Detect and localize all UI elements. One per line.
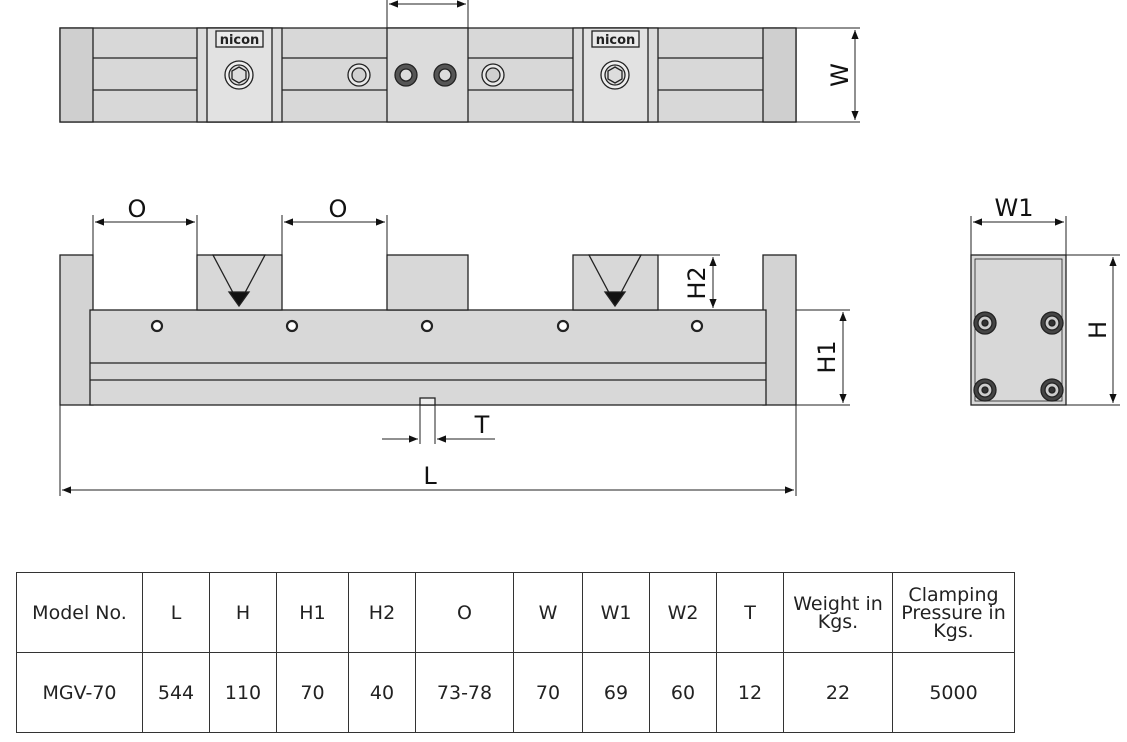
front-view-left-end	[59, 254, 94, 406]
table-header-cell: O	[415, 572, 514, 653]
front-view-right-end	[762, 254, 797, 406]
table-header-cell: T	[716, 572, 784, 653]
table-cell: 12	[716, 652, 784, 733]
dim-label-w: W	[826, 63, 854, 87]
dim-label-h2: H2	[683, 266, 711, 299]
dim-label-o-center: O	[329, 195, 348, 223]
table-cell: 60	[649, 652, 717, 733]
table-header-cell: Model No.	[16, 572, 143, 653]
table-header-cell: H1	[276, 572, 349, 653]
table-cell: 544	[142, 652, 210, 733]
table-cell: 70	[513, 652, 583, 733]
table-cell: 73-78	[415, 652, 514, 733]
brand-plate-left	[215, 30, 264, 48]
top-view	[59, 27, 797, 123]
dim-label-h: H	[1084, 321, 1112, 339]
side-view	[970, 254, 1067, 406]
top-view-right-end	[762, 27, 797, 123]
tenon-key	[419, 397, 436, 406]
v-jaw-insert	[227, 291, 251, 308]
table-cell: 5000	[892, 652, 1015, 733]
mounting-hole-icon	[556, 319, 570, 333]
v-jaw-insert	[603, 291, 627, 308]
spec-table: Model No. L H H1 H2 O W W1 W2 T Weight i…	[16, 572, 1015, 733]
brand-label-left: nicon	[220, 33, 260, 48]
table-header-cell: Weight in Kgs.	[783, 572, 893, 653]
dim-label-o-left: O	[128, 195, 147, 223]
table-cell: 22	[783, 652, 893, 733]
front-view	[59, 254, 797, 406]
table-header-cell: Clamping Pressure in Kgs.	[892, 572, 1015, 653]
table-header-cell: H2	[348, 572, 416, 653]
mounting-hole-icon	[285, 319, 299, 333]
table-cell: 40	[348, 652, 416, 733]
table-header-cell: H	[209, 572, 277, 653]
table-cell: 69	[582, 652, 650, 733]
table-row: MGV-70 544 110 70 40 73-78 70 69 60 12 2…	[16, 652, 1015, 733]
dim-label-h1: H1	[813, 340, 841, 373]
table-cell: MGV-70	[16, 652, 143, 733]
table-cell: 110	[209, 652, 277, 733]
brand-plate-right	[591, 30, 640, 48]
mounting-hole-icon	[690, 319, 704, 333]
table-header-row: Model No. L H H1 H2 O W W1 W2 T Weight i…	[16, 572, 1015, 653]
dim-label-l: L	[423, 462, 437, 490]
table-cell: 70	[276, 652, 349, 733]
technical-drawing: nicon nicon W	[59, 0, 1120, 496]
table-header-cell: W	[513, 572, 583, 653]
table-header-cell: W1	[582, 572, 650, 653]
table-header-cell: W2	[649, 572, 717, 653]
brand-label-right: nicon	[596, 33, 636, 48]
dim-label-w1: W1	[995, 194, 1034, 222]
table-header-cell: L	[142, 572, 210, 653]
mounting-hole-icon	[420, 319, 434, 333]
top-view-left-end	[59, 27, 94, 123]
dim-label-t: T	[474, 411, 490, 439]
mounting-hole-icon	[150, 319, 164, 333]
front-view-center-jaw	[386, 254, 469, 311]
